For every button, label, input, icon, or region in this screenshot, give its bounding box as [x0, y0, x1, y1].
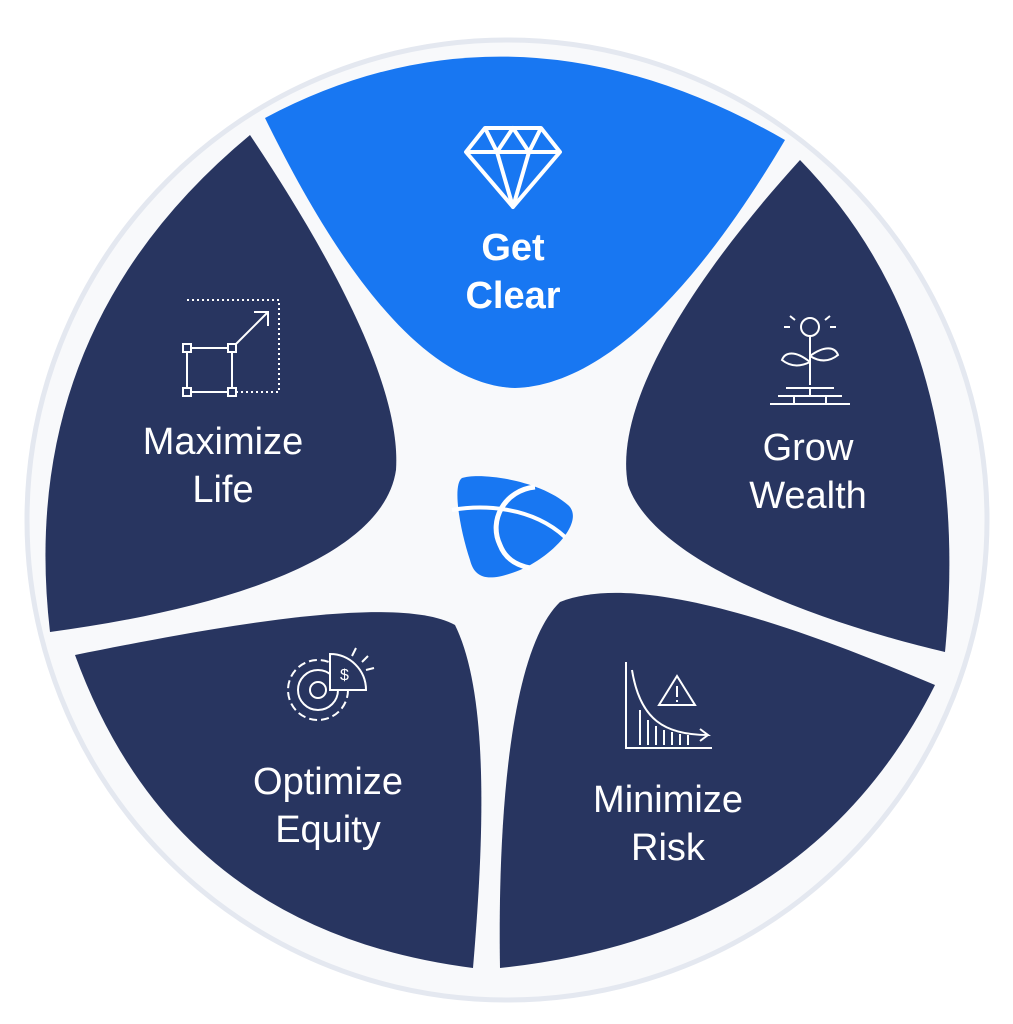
label-line: Grow [762, 427, 854, 469]
label-optimize-equity: Optimize Equity [198, 758, 458, 854]
scale-up-icon [182, 299, 280, 397]
segment-maximize-life[interactable] [45, 135, 397, 632]
label-line: Clear [465, 275, 561, 317]
risk-chart-icon [625, 662, 712, 749]
label-line: Get [481, 227, 545, 269]
label-get-clear: Get Clear [383, 224, 643, 320]
brand-logo-icon [451, 476, 573, 578]
label-line: Life [192, 469, 254, 511]
label-line: Wealth [749, 475, 867, 517]
plant-coins-icon [770, 315, 850, 405]
label-line: Minimize [593, 779, 743, 821]
label-line: Maximize [142, 421, 304, 463]
segment-minimize-risk[interactable] [499, 592, 935, 968]
label-grow-wealth: Grow Wealth [678, 424, 938, 520]
segment-get-clear[interactable] [265, 56, 785, 388]
label-maximize-life: Maximize Life [93, 418, 353, 514]
svg-text:$: $ [340, 667, 349, 684]
label-line: Risk [631, 827, 705, 869]
segment-grow-wealth[interactable] [626, 160, 950, 652]
segment-optimize-equity[interactable] [75, 612, 482, 968]
label-line: Equity [275, 809, 381, 851]
gear-dollar-icon: $ [287, 647, 375, 721]
label-line: Optimize [253, 761, 403, 803]
diamond-icon [464, 126, 562, 209]
label-minimize-risk: Minimize Risk [538, 776, 798, 872]
